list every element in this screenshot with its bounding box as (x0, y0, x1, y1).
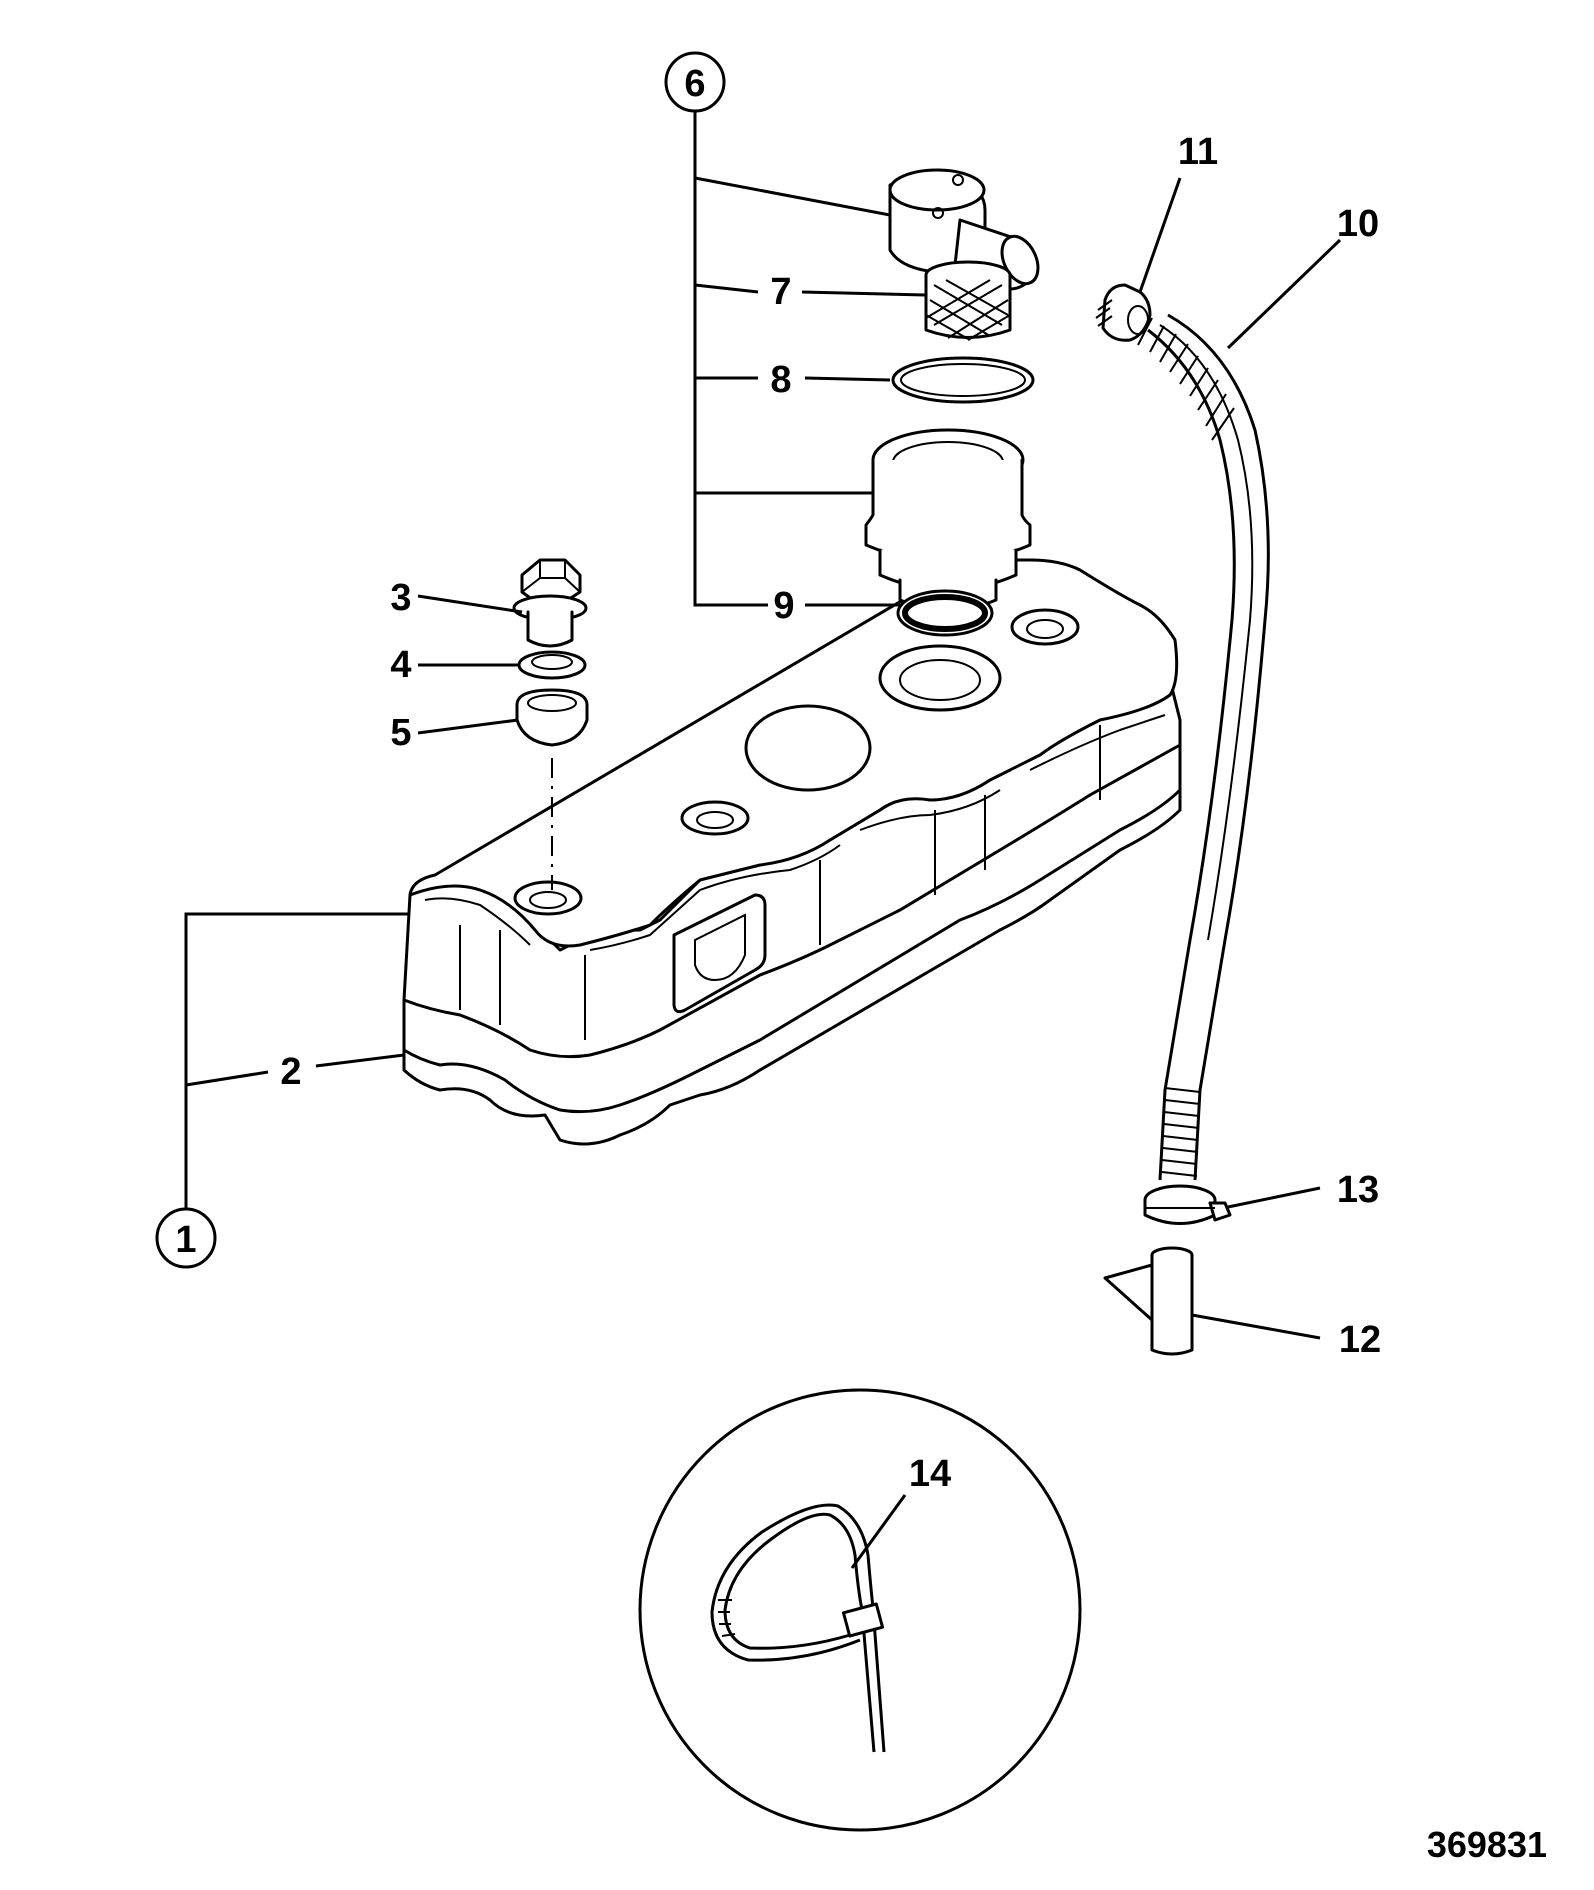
callout-10: 10 (1337, 203, 1379, 245)
leader-1 (184, 912, 410, 1225)
callout-1-circle (155, 1207, 217, 1269)
callout-8: 8 (770, 359, 791, 401)
callout-3: 3 (390, 577, 411, 619)
cover-hole-mid (680, 800, 750, 836)
leader-2 (185, 1053, 405, 1087)
rocker-cover (402, 558, 1182, 1146)
callout-12: 12 (1339, 1319, 1381, 1361)
leader-3 (417, 594, 523, 614)
leader-12 (1191, 1313, 1321, 1340)
hose-tube-outer-right (1167, 313, 1270, 1181)
o-ring-upper (891, 356, 1035, 404)
hose-clamp-upper (1101, 283, 1152, 342)
leader-6 (693, 108, 891, 607)
breather-hose (1095, 283, 1270, 1181)
callout-9: 9 (773, 585, 794, 627)
cover-hole-front (513, 880, 583, 916)
leader-14 (850, 1494, 907, 1569)
callout-labels: 1 2 3 4 5 6 7 8 9 10 11 12 13 14 369831 (155, 51, 1547, 1865)
callout-2: 2 (280, 1051, 301, 1093)
leader-10 (1226, 238, 1342, 350)
callout-7: 7 (770, 271, 791, 313)
cover-raised-pad (744, 704, 872, 792)
callout-4: 4 (390, 644, 411, 686)
mesh-filter (924, 260, 1012, 341)
leader-13 (1227, 1186, 1321, 1209)
callout-14: 14 (909, 1453, 951, 1495)
callout-6: 6 (684, 63, 705, 105)
pipe-and-clamp (1103, 1184, 1232, 1356)
seal-part (515, 688, 589, 747)
callout-11: 11 (1178, 131, 1218, 173)
callout-1: 1 (175, 1219, 196, 1261)
leader-11 (1138, 177, 1182, 293)
cable-tie-detail (638, 1388, 1082, 1832)
leader-5 (417, 718, 519, 735)
cable-tie-head (841, 1602, 885, 1638)
callout-5: 5 (390, 712, 411, 754)
leader-lines (184, 108, 1342, 1569)
filler-cap-stack (512, 558, 589, 890)
breather-assembly (864, 168, 1040, 637)
callout-6-circle (664, 51, 726, 113)
cover-badge (672, 893, 767, 1014)
figure-reference-number: 369831 (1427, 1824, 1547, 1865)
detail-circle (638, 1388, 1082, 1832)
callout-13: 13 (1337, 1169, 1379, 1211)
cover-hole-rear (1010, 608, 1080, 646)
cable-tie (723, 1512, 876, 1753)
